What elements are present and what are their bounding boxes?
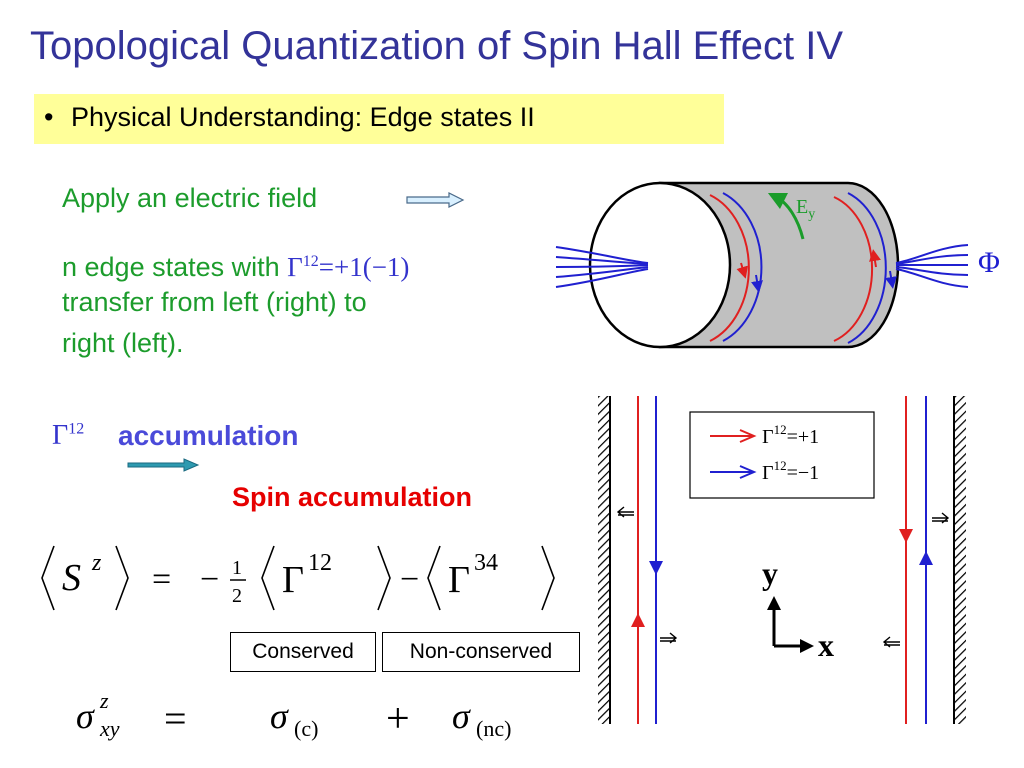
sigma-plus: + <box>386 696 410 742</box>
right-flux-lines <box>895 244 969 288</box>
cylinder-diagram: Ey Φ <box>555 181 1000 349</box>
field-arrow-icon <box>767 192 805 240</box>
sigma-subscript: xy <box>99 716 120 741</box>
accumulation-arrow-icon <box>127 458 200 472</box>
non-conserved-box: Non-conserved <box>382 632 580 672</box>
bullet-highlight <box>34 94 724 144</box>
sigma-c: σ <box>270 696 289 736</box>
axis-y-arrow-icon <box>767 596 781 610</box>
gamma-symbol: Γ <box>52 420 69 451</box>
equals-sign: = <box>152 561 171 598</box>
sigma-nc: σ <box>452 696 471 736</box>
minus-sign-2: − <box>400 561 419 598</box>
right-red-arc <box>833 196 874 342</box>
gamma-34: Γ <box>448 559 470 601</box>
spin-equation: S z = − 1 2 Γ 12 − Γ 34 <box>41 545 555 611</box>
minus-sign-1: − <box>200 561 219 598</box>
sigma-total: σ <box>76 696 95 736</box>
edge-states-gamma: Γ12=+1(−1) <box>287 252 409 282</box>
left-red-arc <box>709 194 750 342</box>
gamma-symbol: Γ <box>287 252 303 282</box>
sigma-equals: = <box>164 696 187 741</box>
right-blue-arc <box>847 192 887 344</box>
gamma-superscript: 12 <box>68 420 85 438</box>
edge-strip-diagram: Γ12=+1 Γ12=−1 y x <box>598 396 966 724</box>
frac-numerator: 1 <box>232 557 242 579</box>
bullet-item: • Physical Understanding: Edge states II <box>44 102 535 133</box>
sigma-equation: σ z xy = σ (c) + σ (nc) <box>76 688 511 742</box>
gamma-value: =+1(−1) <box>318 252 410 282</box>
gamma-12-superscript: 12 <box>308 550 332 576</box>
left-blue-arc <box>722 192 763 342</box>
sigma-superscript: z <box>99 688 109 713</box>
page-title: Topological Quantization of Spin Hall Ef… <box>30 24 844 68</box>
gamma-12: Γ <box>282 559 304 601</box>
right-wall-arrow-bottom-icon <box>882 636 900 648</box>
right-wall-arrow-top-icon <box>932 512 950 524</box>
left-flux-lines <box>555 246 649 288</box>
edge-states-prefix: n edge states with <box>62 252 288 282</box>
accumulation-label: accumulation <box>118 420 299 451</box>
bullet-text: Physical Understanding: Edge states II <box>70 102 535 132</box>
gamma-34-superscript: 34 <box>474 550 498 576</box>
sigma-nc-subscript: (nc) <box>476 716 511 741</box>
spin-accumulation-label: Spin accumulation <box>232 482 473 512</box>
field-label: Ey <box>796 196 815 222</box>
left-wall-arrow-top-icon <box>616 506 634 518</box>
left-wall-arrow-bottom-icon <box>660 632 678 644</box>
conserved-box: Conserved <box>230 632 376 672</box>
axis-y-label: y <box>762 555 778 591</box>
legend-box <box>689 411 875 499</box>
s-superscript: z <box>91 550 102 576</box>
s-symbol: S <box>62 557 81 599</box>
right-wall <box>954 396 966 724</box>
gamma-superscript: 12 <box>302 253 319 270</box>
axis-x-label: x <box>818 627 834 663</box>
left-wall <box>598 396 610 724</box>
cylinder-face <box>588 181 732 349</box>
electric-field-text: Apply an electric field <box>62 183 318 213</box>
legend-minus-label: Γ12=−1 <box>762 458 819 484</box>
electric-field-arrow-icon <box>406 192 465 208</box>
sigma-c-subscript: (c) <box>294 716 318 741</box>
edge-states-line-3: right (left). <box>62 328 184 358</box>
axis-x-arrow-icon <box>800 639 814 653</box>
accumulation-gamma: Γ12 <box>52 420 84 452</box>
legend-plus-label: Γ12=+1 <box>762 422 819 448</box>
flux-label: Φ <box>978 246 1000 279</box>
edge-states-line-2: transfer from left (right) to <box>62 287 367 317</box>
edge-states-line-1: n edge states with Γ12=+1(−1) <box>62 245 409 284</box>
bullet-marker: • <box>44 102 54 132</box>
frac-denominator: 2 <box>232 585 242 607</box>
